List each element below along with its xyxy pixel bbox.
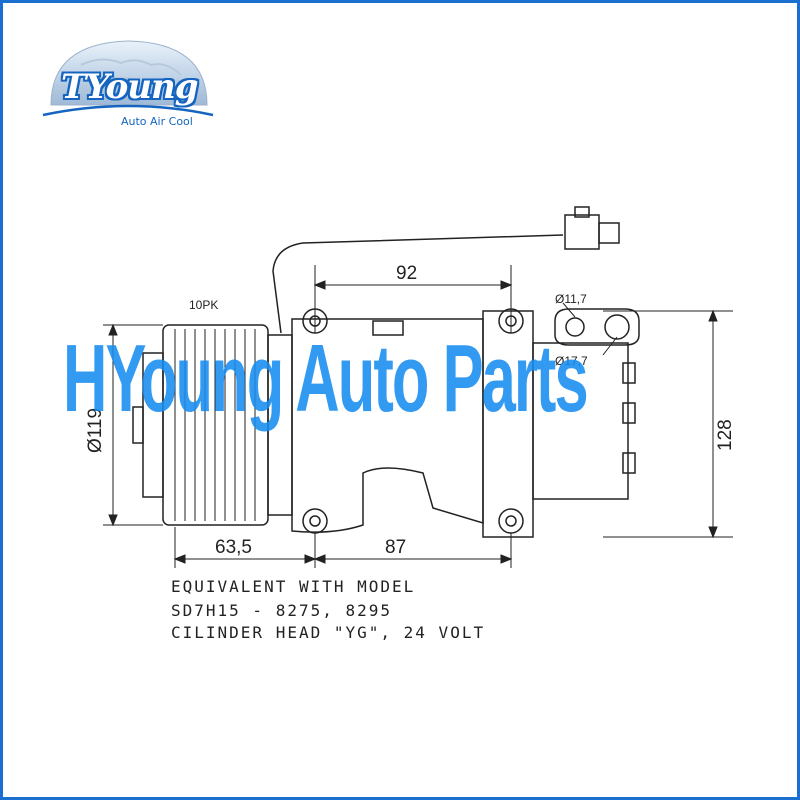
note-line-1: EQUIVALENT WITH MODEL [171, 577, 416, 596]
connector-tip [598, 222, 620, 244]
pulley-grooves [174, 329, 256, 521]
connector-latch [574, 206, 590, 218]
pulley-type-label: 10PK [189, 298, 218, 312]
dim-label-87: 87 [385, 537, 406, 558]
dim-label-92: 92 [396, 263, 417, 284]
mount-ear-bottom-right [498, 508, 524, 534]
port-block [554, 308, 640, 346]
head-fitting-2 [622, 402, 636, 424]
cylinder-head [532, 342, 629, 500]
dim-label-119: Ø119 [85, 408, 106, 453]
connector-housing [564, 214, 600, 250]
dim-label-63-5: 63,5 [215, 537, 252, 558]
brand-name: TYoung [61, 67, 199, 107]
dimension-lines [103, 265, 733, 568]
head-fitting-1 [622, 362, 636, 384]
brand-logo-globe [42, 40, 214, 117]
dim-label-port-large: Ø17,7 [555, 354, 588, 368]
dim-label-128: 128 [715, 419, 736, 451]
brand-tagline: Auto Air Cool [121, 115, 193, 128]
compressor-body [291, 318, 484, 533]
port-small [565, 317, 585, 337]
compressor-outline [132, 206, 640, 538]
pulley-nut [132, 406, 144, 444]
dim-label-port-small: Ø11,7 [555, 292, 587, 306]
dimension-labels: 10PK 92 Ø11,7 Ø17,7 Ø119 128 63,5 87 [85, 263, 736, 558]
note-line-2: SD7H15 - 8275, 8295 [171, 601, 393, 620]
watermark-text: HYoung Auto Parts [63, 325, 589, 432]
mount-ear-bottom-left [302, 508, 328, 534]
port-large [604, 314, 630, 340]
top-bolt [372, 320, 404, 336]
sensor-wire [272, 234, 564, 334]
head-fitting-3 [622, 452, 636, 474]
compressor-drawing: 10PK 92 Ø11,7 Ø17,7 Ø119 128 63,5 87 [85, 206, 736, 568]
note-line-3: CILINDER HEAD "YG", 24 VOLT [171, 623, 486, 642]
